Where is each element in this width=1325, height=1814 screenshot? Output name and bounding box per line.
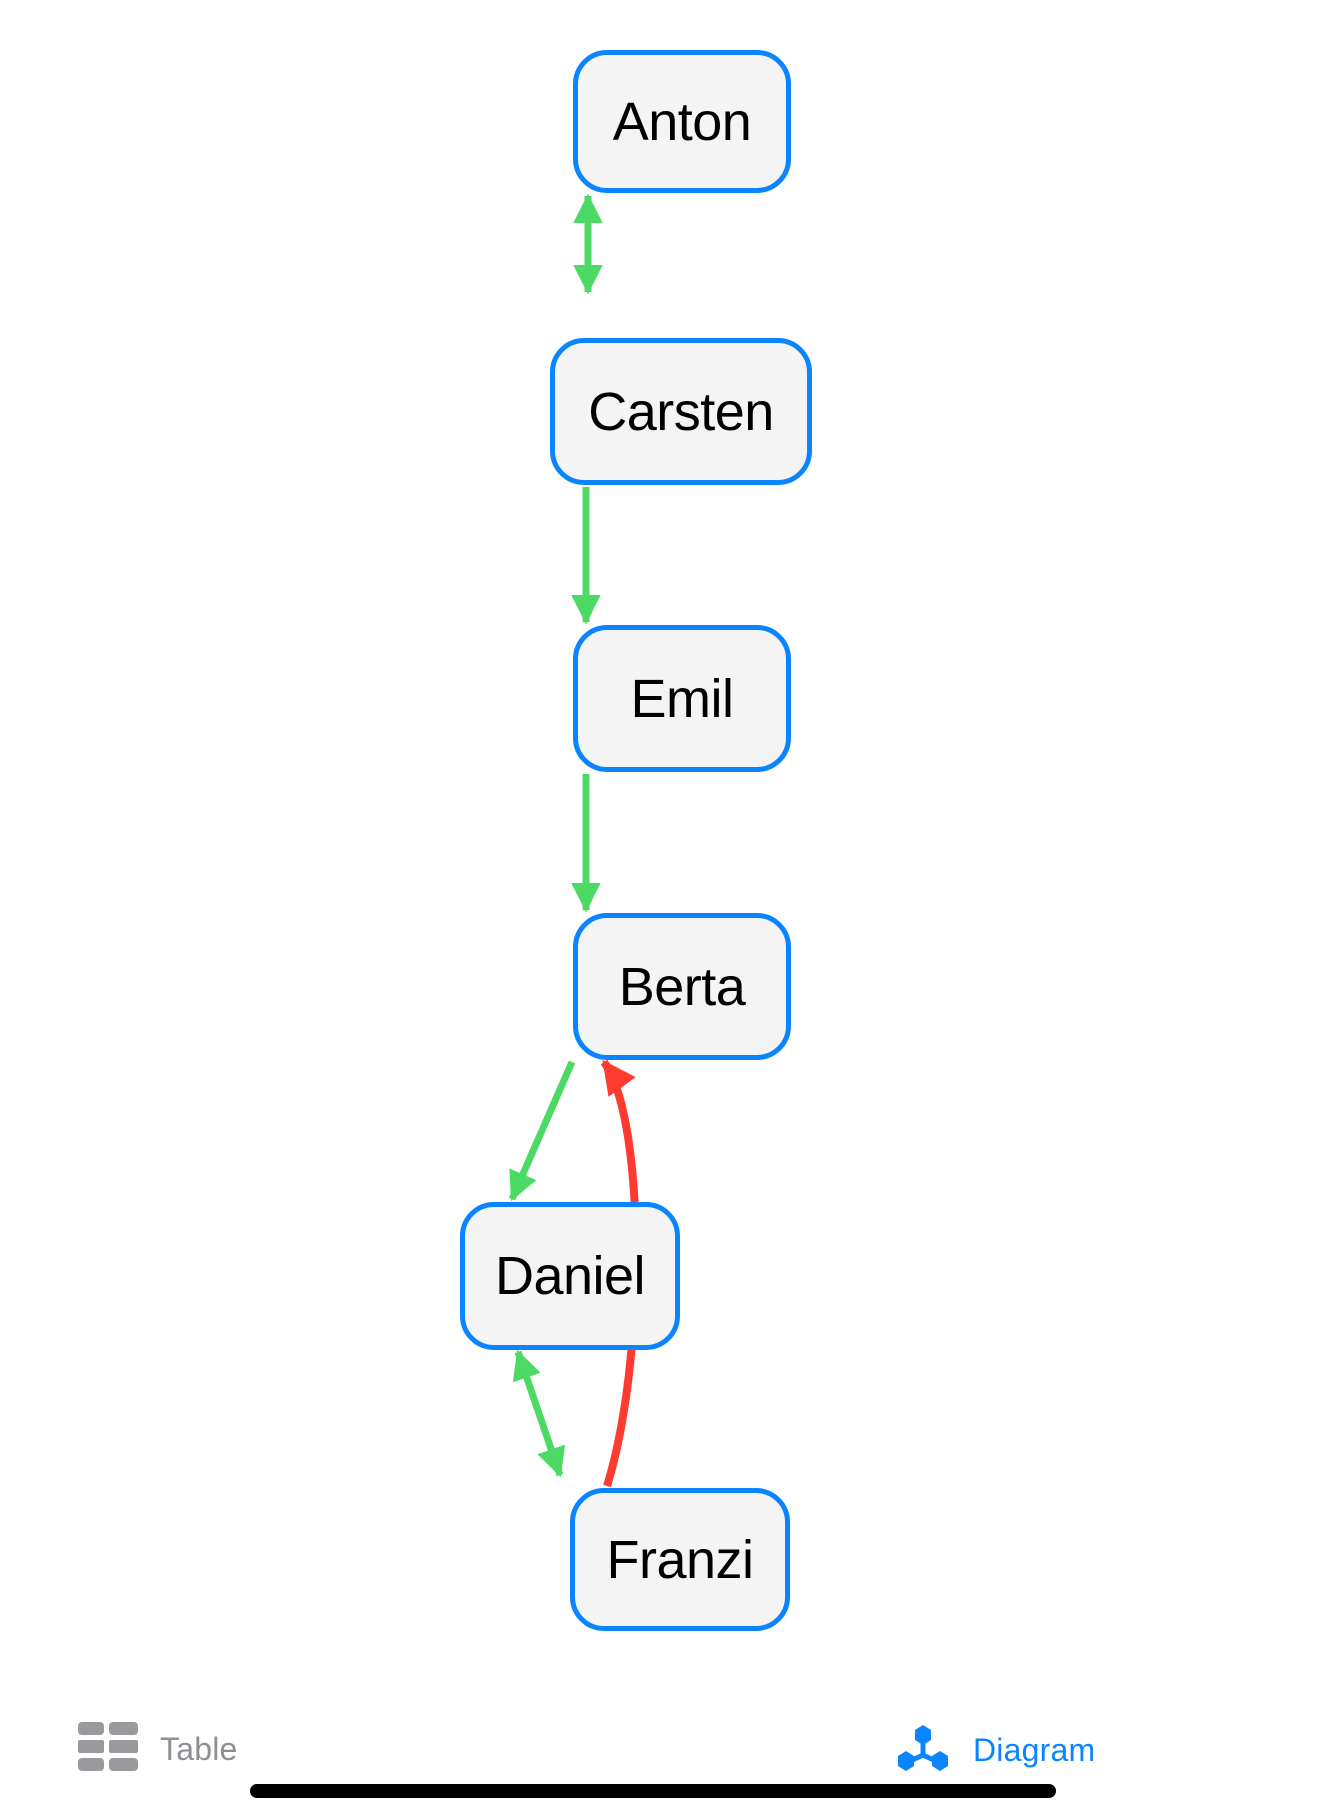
node-label: Franzi	[606, 1529, 754, 1590]
node-label: Emil	[630, 668, 735, 729]
diagram-node-carsten[interactable]: Carsten	[550, 338, 812, 485]
table-grid-icon	[78, 1722, 138, 1777]
tab-label-diagram: Diagram	[973, 1732, 1096, 1768]
node-label: Anton	[612, 91, 752, 152]
diagram-node-berta[interactable]: Berta	[573, 913, 791, 1060]
tab-table[interactable]: Table	[78, 1722, 238, 1777]
node-label: Carsten	[588, 381, 774, 442]
node-label: Berta	[618, 956, 746, 1017]
node-label: Daniel	[494, 1246, 646, 1306]
edge-daniel-franzi	[512, 1349, 566, 1478]
diagram-canvas[interactable]: Anton Carsten Emil Berta Daniel Franzi	[0, 0, 1325, 1660]
diagram-node-franzi[interactable]: Franzi	[570, 1488, 790, 1631]
node-graph-icon	[895, 1722, 951, 1779]
tab-diagram[interactable]: Diagram	[895, 1722, 1095, 1779]
edge-layer	[508, 193, 640, 1488]
home-indicator[interactable]	[250, 1784, 1056, 1798]
diagram-node-emil[interactable]: Emil	[573, 625, 791, 772]
tab-label-table: Table	[160, 1731, 238, 1767]
edge-berta-daniel	[508, 1060, 576, 1202]
diagram-node-daniel[interactable]: Daniel	[460, 1202, 680, 1350]
diagram-node-anton[interactable]: Anton	[573, 50, 791, 193]
